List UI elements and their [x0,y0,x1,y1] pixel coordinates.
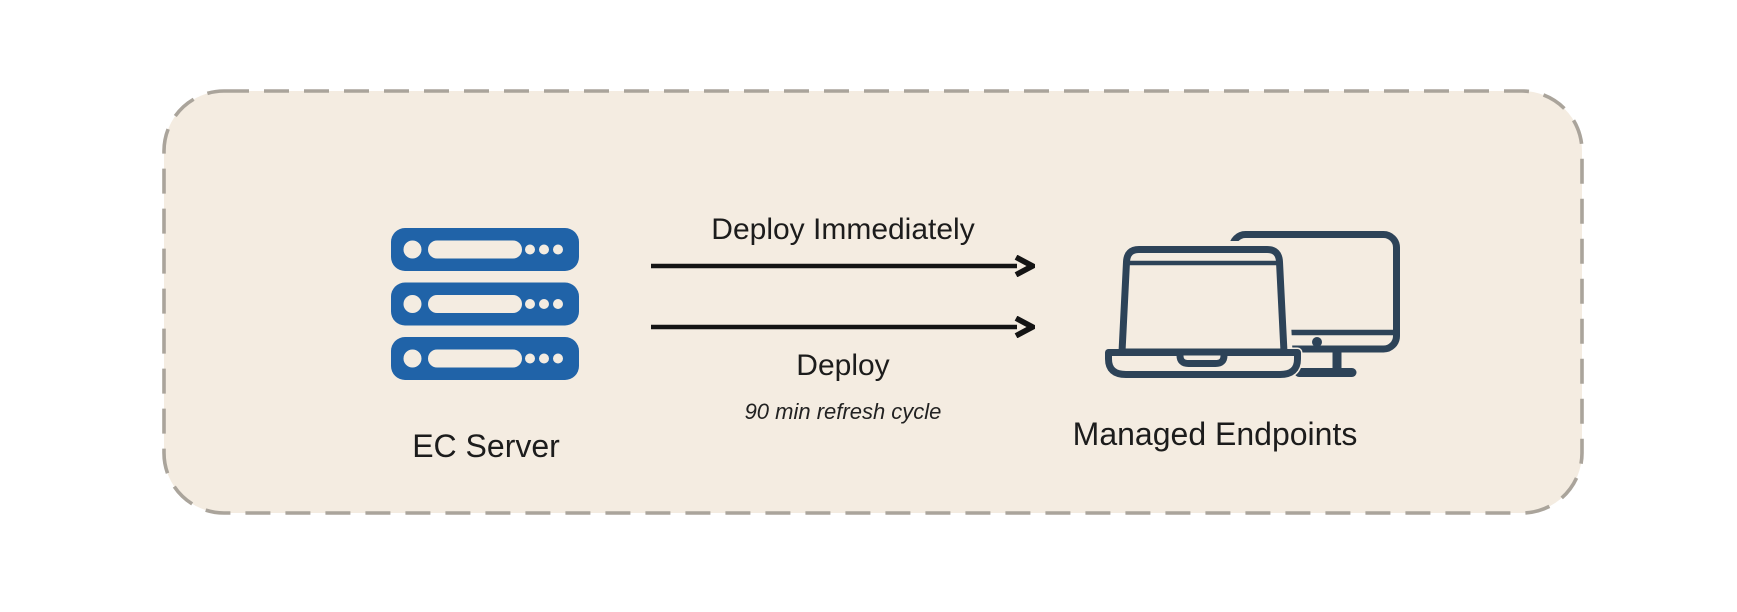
laptop-desktop-icon [1105,231,1400,380]
server-rack-unit [391,228,579,271]
node-label-ec-server: EC Server [412,428,560,464]
panel-background [162,89,1584,515]
server-rack-unit [391,282,579,326]
node-label-managed-endpoints: Managed Endpoints [1072,416,1358,452]
arrow-label-deploy-immediately: Deploy Immediately [711,213,975,246]
deploy-immediately-arrow-icon [651,255,1035,277]
arrow-sublabel-refresh-cycle: 90 min refresh cycle [744,399,942,424]
deploy-arrow-icon [651,316,1035,338]
panel-outline [162,89,1584,515]
arrow-label-deploy: Deploy [796,349,890,382]
server-rack-icon [391,228,579,380]
server-rack-unit [391,337,579,380]
laptop-shape [1105,246,1301,378]
